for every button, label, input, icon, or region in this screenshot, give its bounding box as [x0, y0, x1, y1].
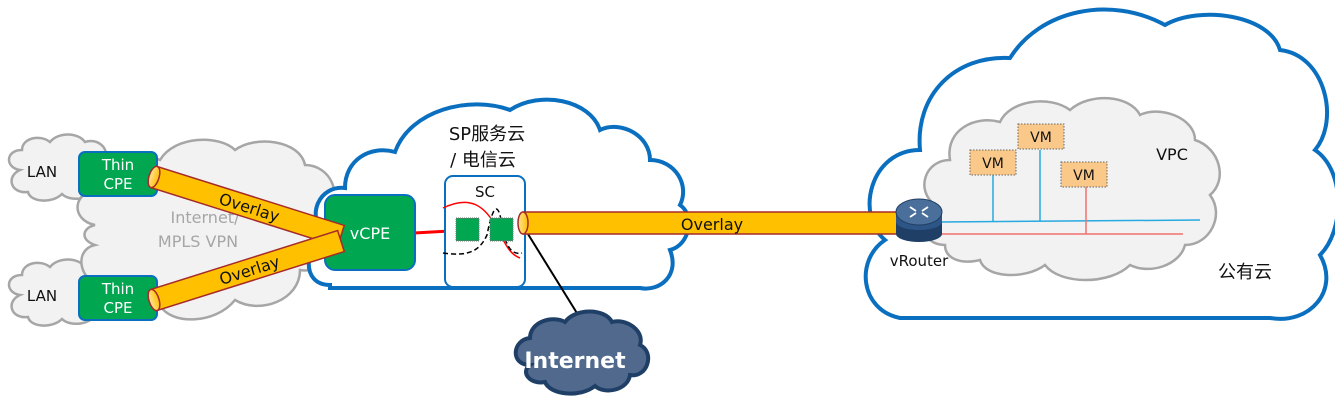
sc-box: SC: [442, 175, 526, 288]
vcpe-label: vCPE: [350, 224, 390, 243]
thin-cpe-top-line2: CPE: [104, 175, 133, 193]
overlay-main-label: Overlay: [681, 215, 743, 234]
vm-2: VM: [1017, 123, 1065, 150]
internet-cloud-shape: [513, 309, 651, 396]
thin-cpe-bottom-line1: Thin: [101, 280, 134, 298]
sc-dashed-flow: [442, 208, 523, 255]
thin-cpe-top: Thin CPE: [78, 151, 158, 197]
vpc-label: VPC: [1156, 145, 1188, 164]
internet-link-line: [522, 225, 581, 319]
internet-label: Internet: [524, 349, 626, 374]
vrouter-label: vRouter: [890, 252, 949, 270]
overlay-tunnel-main-end: [517, 211, 529, 235]
vm-1: VM: [969, 149, 1017, 176]
vpc-cloud-shape: [921, 96, 1221, 282]
sc-function-block-1: [455, 217, 480, 242]
public-cloud-label: 公有云: [1218, 262, 1272, 283]
lan-top-label: LAN: [27, 163, 57, 181]
transport-cloud-line2: MPLS VPN: [158, 232, 238, 251]
sc-function-block-2: [489, 217, 514, 242]
vpc-subnet-blue: [939, 219, 1201, 223]
overlay-tunnel-main: Overlay: [517, 211, 906, 235]
overlay-tunnel-top-end: [147, 165, 161, 189]
thin-cpe-bottom: Thin CPE: [78, 275, 158, 321]
vm-3-label: VM: [1073, 168, 1095, 184]
vm-2-box: [1017, 123, 1065, 150]
transport-cloud-line1: Internet/: [171, 208, 241, 227]
vm-2-label: VM: [1030, 130, 1052, 146]
sc-label: SC: [475, 183, 495, 201]
vcpe-box: vCPE: [324, 194, 416, 271]
internet-cloud: Internet: [513, 309, 651, 396]
overlay-tunnel-bottom-end: [147, 288, 161, 312]
sp-cloud-line1: SP服务云: [449, 124, 525, 145]
sp-cloud-line2: / 电信云: [450, 150, 516, 171]
overlay-tunnel-top: Overlay: [147, 165, 346, 248]
vm-3-box: [1060, 161, 1108, 188]
vm-1-box: [969, 149, 1017, 176]
thin-cpe-top-line1: Thin: [101, 156, 134, 174]
vm-3: VM: [1060, 161, 1108, 188]
vpc-cloud: [921, 96, 1221, 282]
vm-1-label: VM: [982, 156, 1004, 172]
router-icon: [895, 198, 943, 242]
lan-bottom-label: LAN: [27, 287, 57, 305]
thin-cpe-bottom-line2: CPE: [104, 299, 133, 317]
